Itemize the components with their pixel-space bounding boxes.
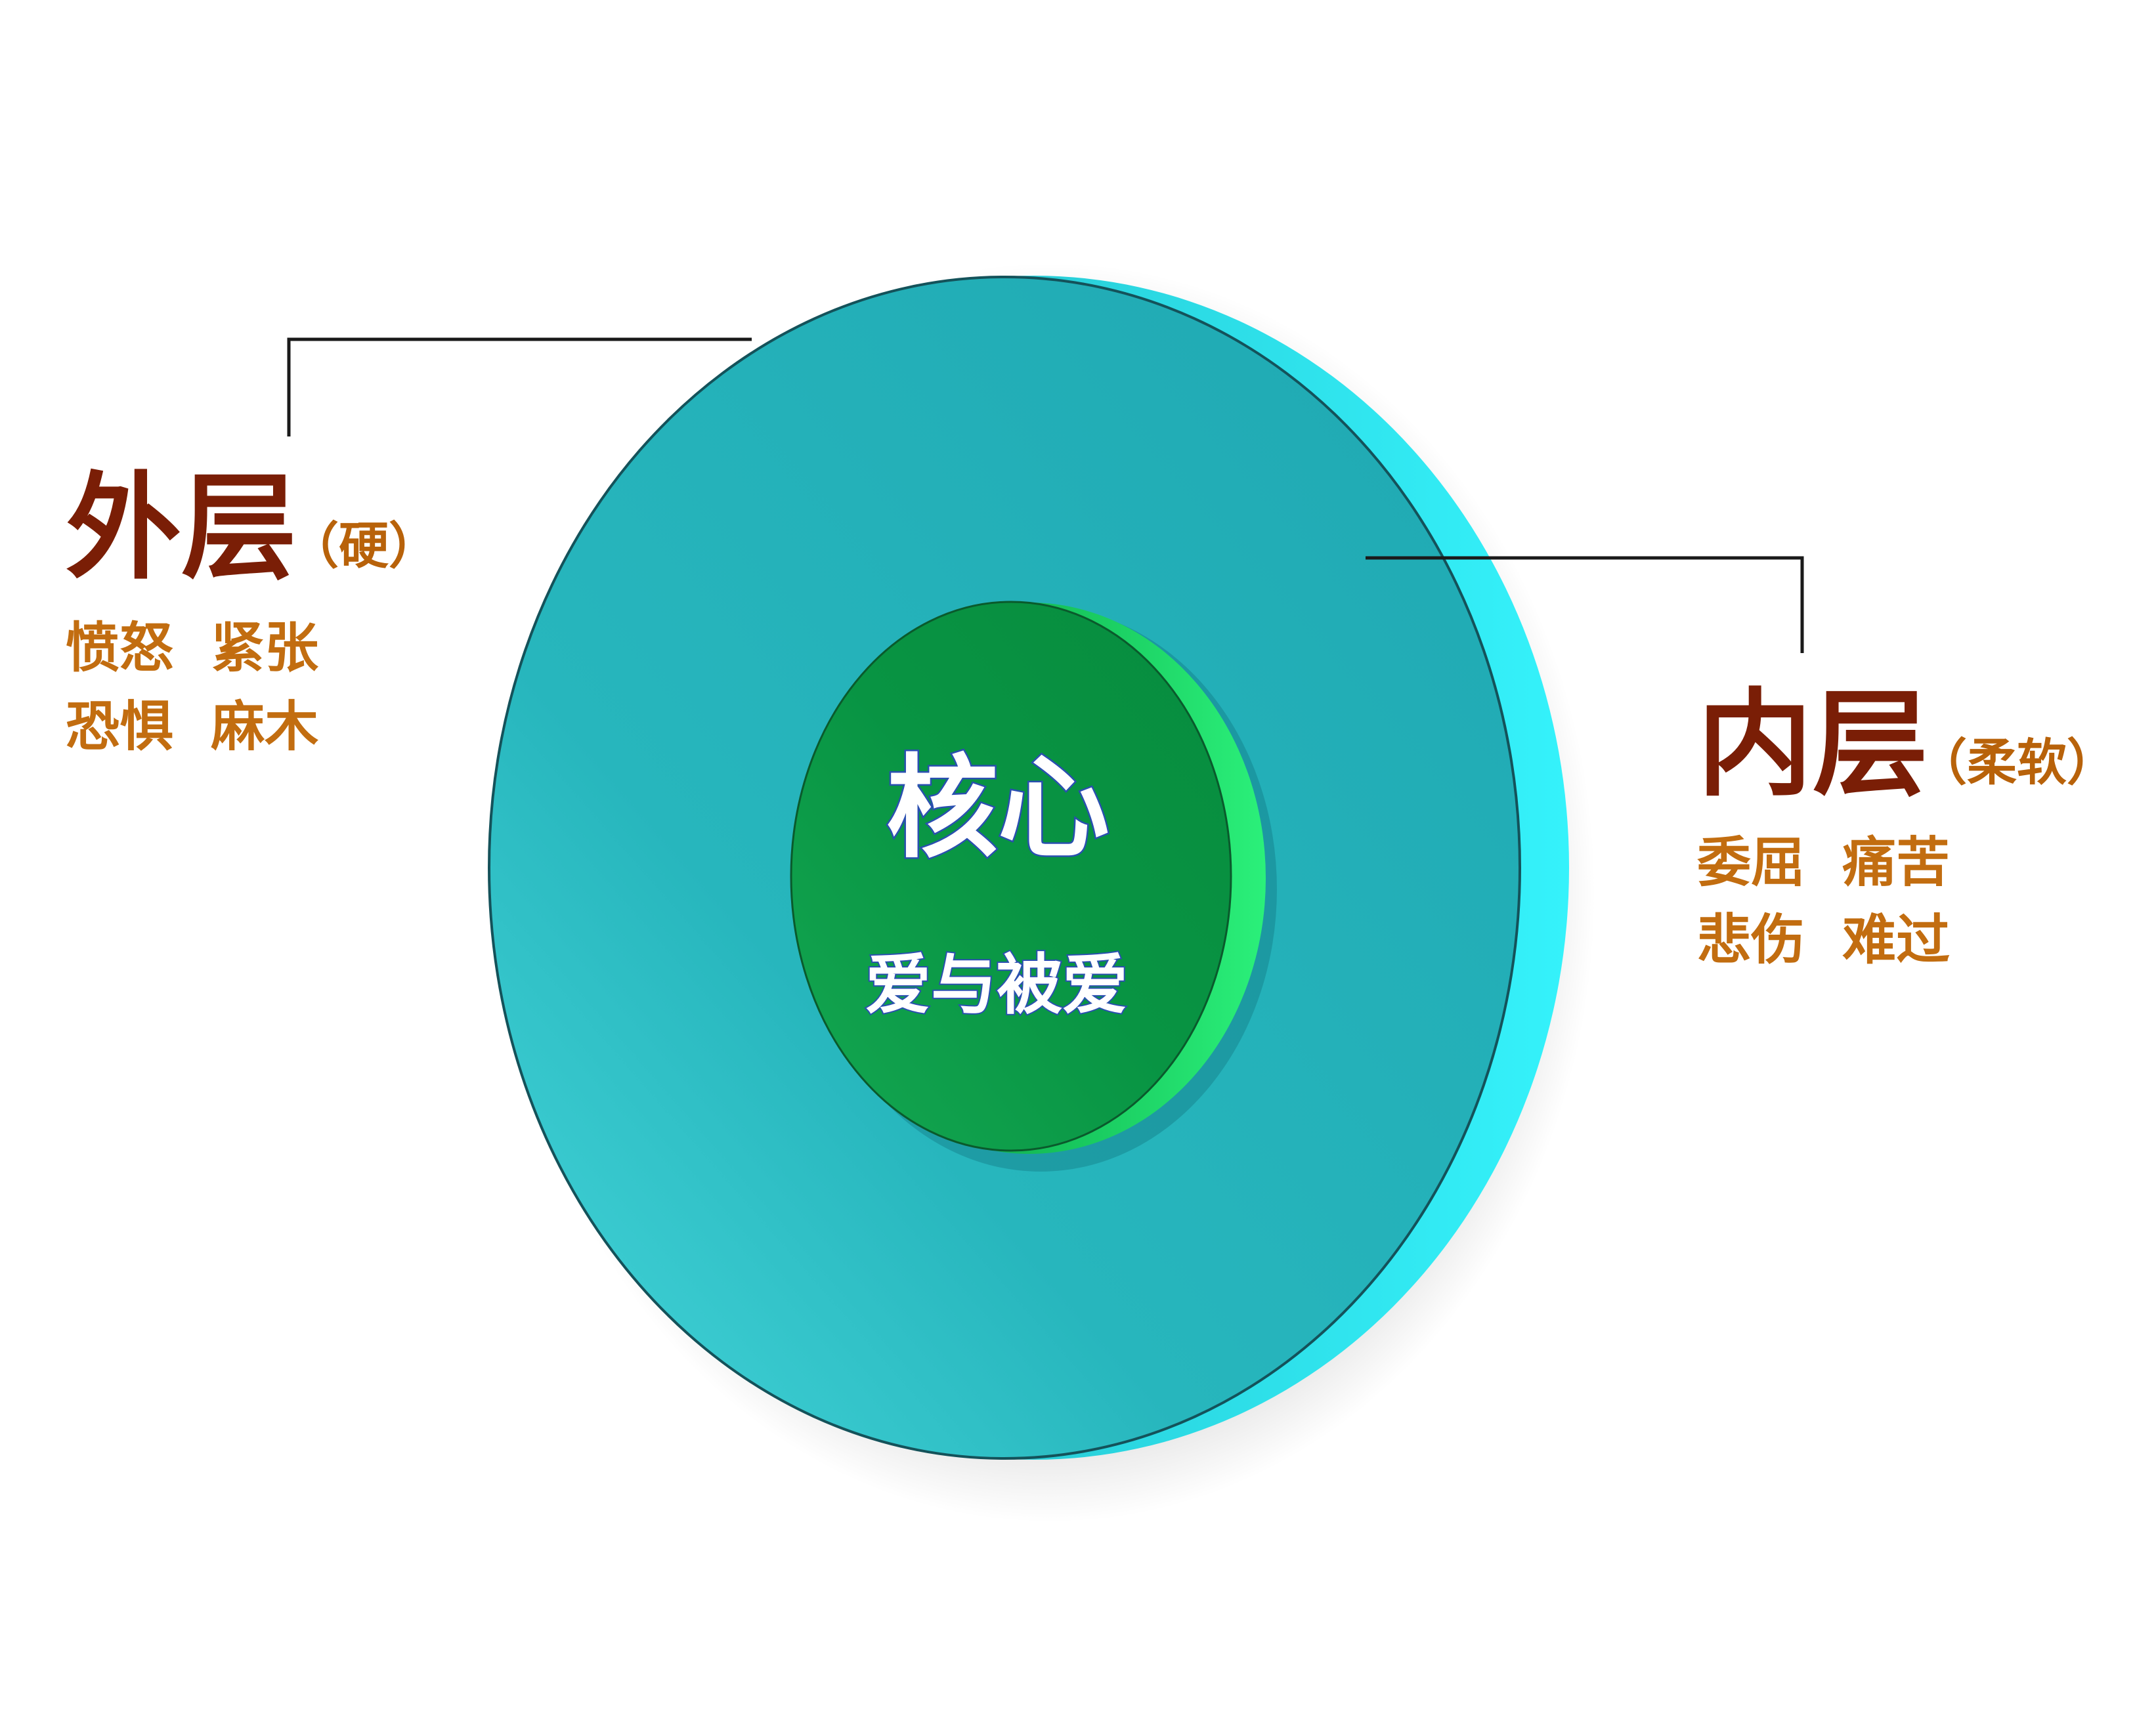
inner-connector-line	[1366, 556, 1804, 653]
inner-layer-items-line1: 委屈 痛苦	[1697, 832, 1950, 894]
outer-connector-line	[287, 337, 752, 436]
outer-layer-items-line1: 愤怒 紧张	[66, 617, 318, 679]
outer-layer-note: （硬）	[289, 517, 439, 575]
inner-layer-title: 内层	[1697, 677, 1928, 812]
outer-layer-title: 外层	[66, 461, 297, 595]
core-title: 核心	[886, 744, 1110, 874]
inner-layer-items-line2: 悲伤 难过	[1697, 909, 1950, 971]
inner-layer-note: （柔软）	[1917, 733, 2117, 792]
outer-layer-items-line2: 恐惧 麻木	[66, 696, 318, 758]
core-subtitle: 爱与被爱	[865, 946, 1128, 1023]
core-disc	[790, 601, 1232, 1152]
